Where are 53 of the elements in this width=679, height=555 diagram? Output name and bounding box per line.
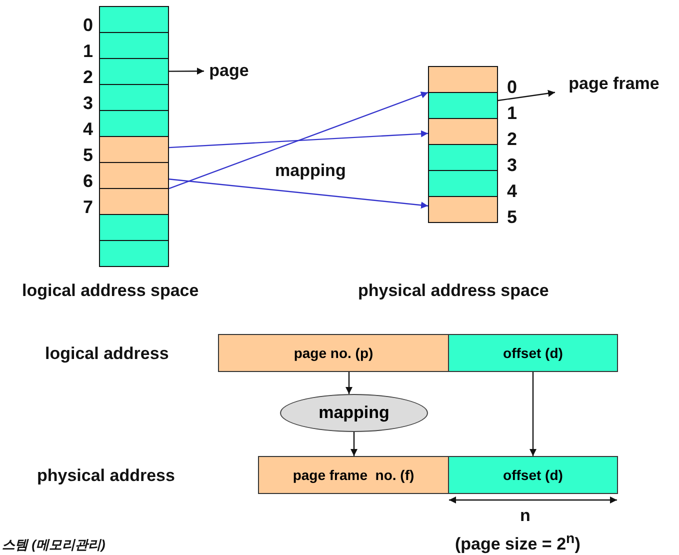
row-number: 6	[83, 172, 94, 190]
row-number: 5	[83, 146, 94, 164]
arrow	[350, 432, 358, 456]
memory-cell	[99, 136, 169, 163]
memory-cell	[428, 66, 498, 93]
row-number: 1	[83, 42, 94, 60]
memory-cell	[99, 162, 169, 189]
row-number: 2	[83, 68, 94, 86]
memory-cell	[428, 118, 498, 145]
mapping-label: mapping	[275, 161, 346, 181]
memory-cell	[428, 170, 498, 197]
memory-cell	[428, 92, 498, 119]
row-number: 5	[507, 208, 518, 226]
arrow	[530, 372, 536, 456]
memory-cell	[99, 58, 169, 85]
arrow	[168, 130, 428, 148]
arrow	[168, 178, 428, 209]
arrow	[498, 90, 556, 102]
callout-label: page	[204, 60, 254, 82]
row-number: 3	[83, 94, 94, 112]
memory-cell	[99, 240, 169, 267]
caption: physical address space	[358, 281, 549, 301]
arrow	[168, 92, 428, 190]
address-field: page frame no. (f)	[258, 456, 449, 494]
callout-label: page frame	[555, 73, 673, 95]
memory-cell	[99, 84, 169, 111]
row-number: 7	[83, 198, 94, 216]
memory-cell	[99, 6, 169, 33]
address-field: offset (d)	[448, 456, 618, 494]
row-number: 4	[83, 120, 94, 138]
row-number: 3	[507, 156, 518, 174]
memory-cell	[99, 32, 169, 59]
row-number: 0	[83, 16, 94, 34]
memory-cell	[99, 188, 169, 215]
row-number: 1	[507, 104, 518, 122]
caption: logical address space	[22, 281, 199, 301]
mapping-ellipse: mapping	[280, 394, 428, 432]
footer-text: 스템 (메모리관리)	[2, 536, 106, 554]
row-label: logical address	[45, 344, 169, 364]
row-label: physical address	[37, 466, 175, 486]
address-field: page no. (p)	[218, 334, 449, 372]
memory-cell	[99, 214, 169, 241]
row-number: 0	[507, 78, 518, 96]
dimension-label: (page size = 2$^{n}$)	[455, 531, 580, 555]
row-number: 4	[507, 182, 518, 200]
memory-cell	[428, 196, 498, 223]
dimension-label: n	[520, 506, 530, 526]
arrow	[169, 68, 204, 75]
row-number: 2	[507, 130, 518, 148]
memory-cell	[99, 110, 169, 137]
arrow	[346, 372, 352, 394]
address-field: offset (d)	[448, 334, 618, 372]
memory-cell	[428, 144, 498, 171]
